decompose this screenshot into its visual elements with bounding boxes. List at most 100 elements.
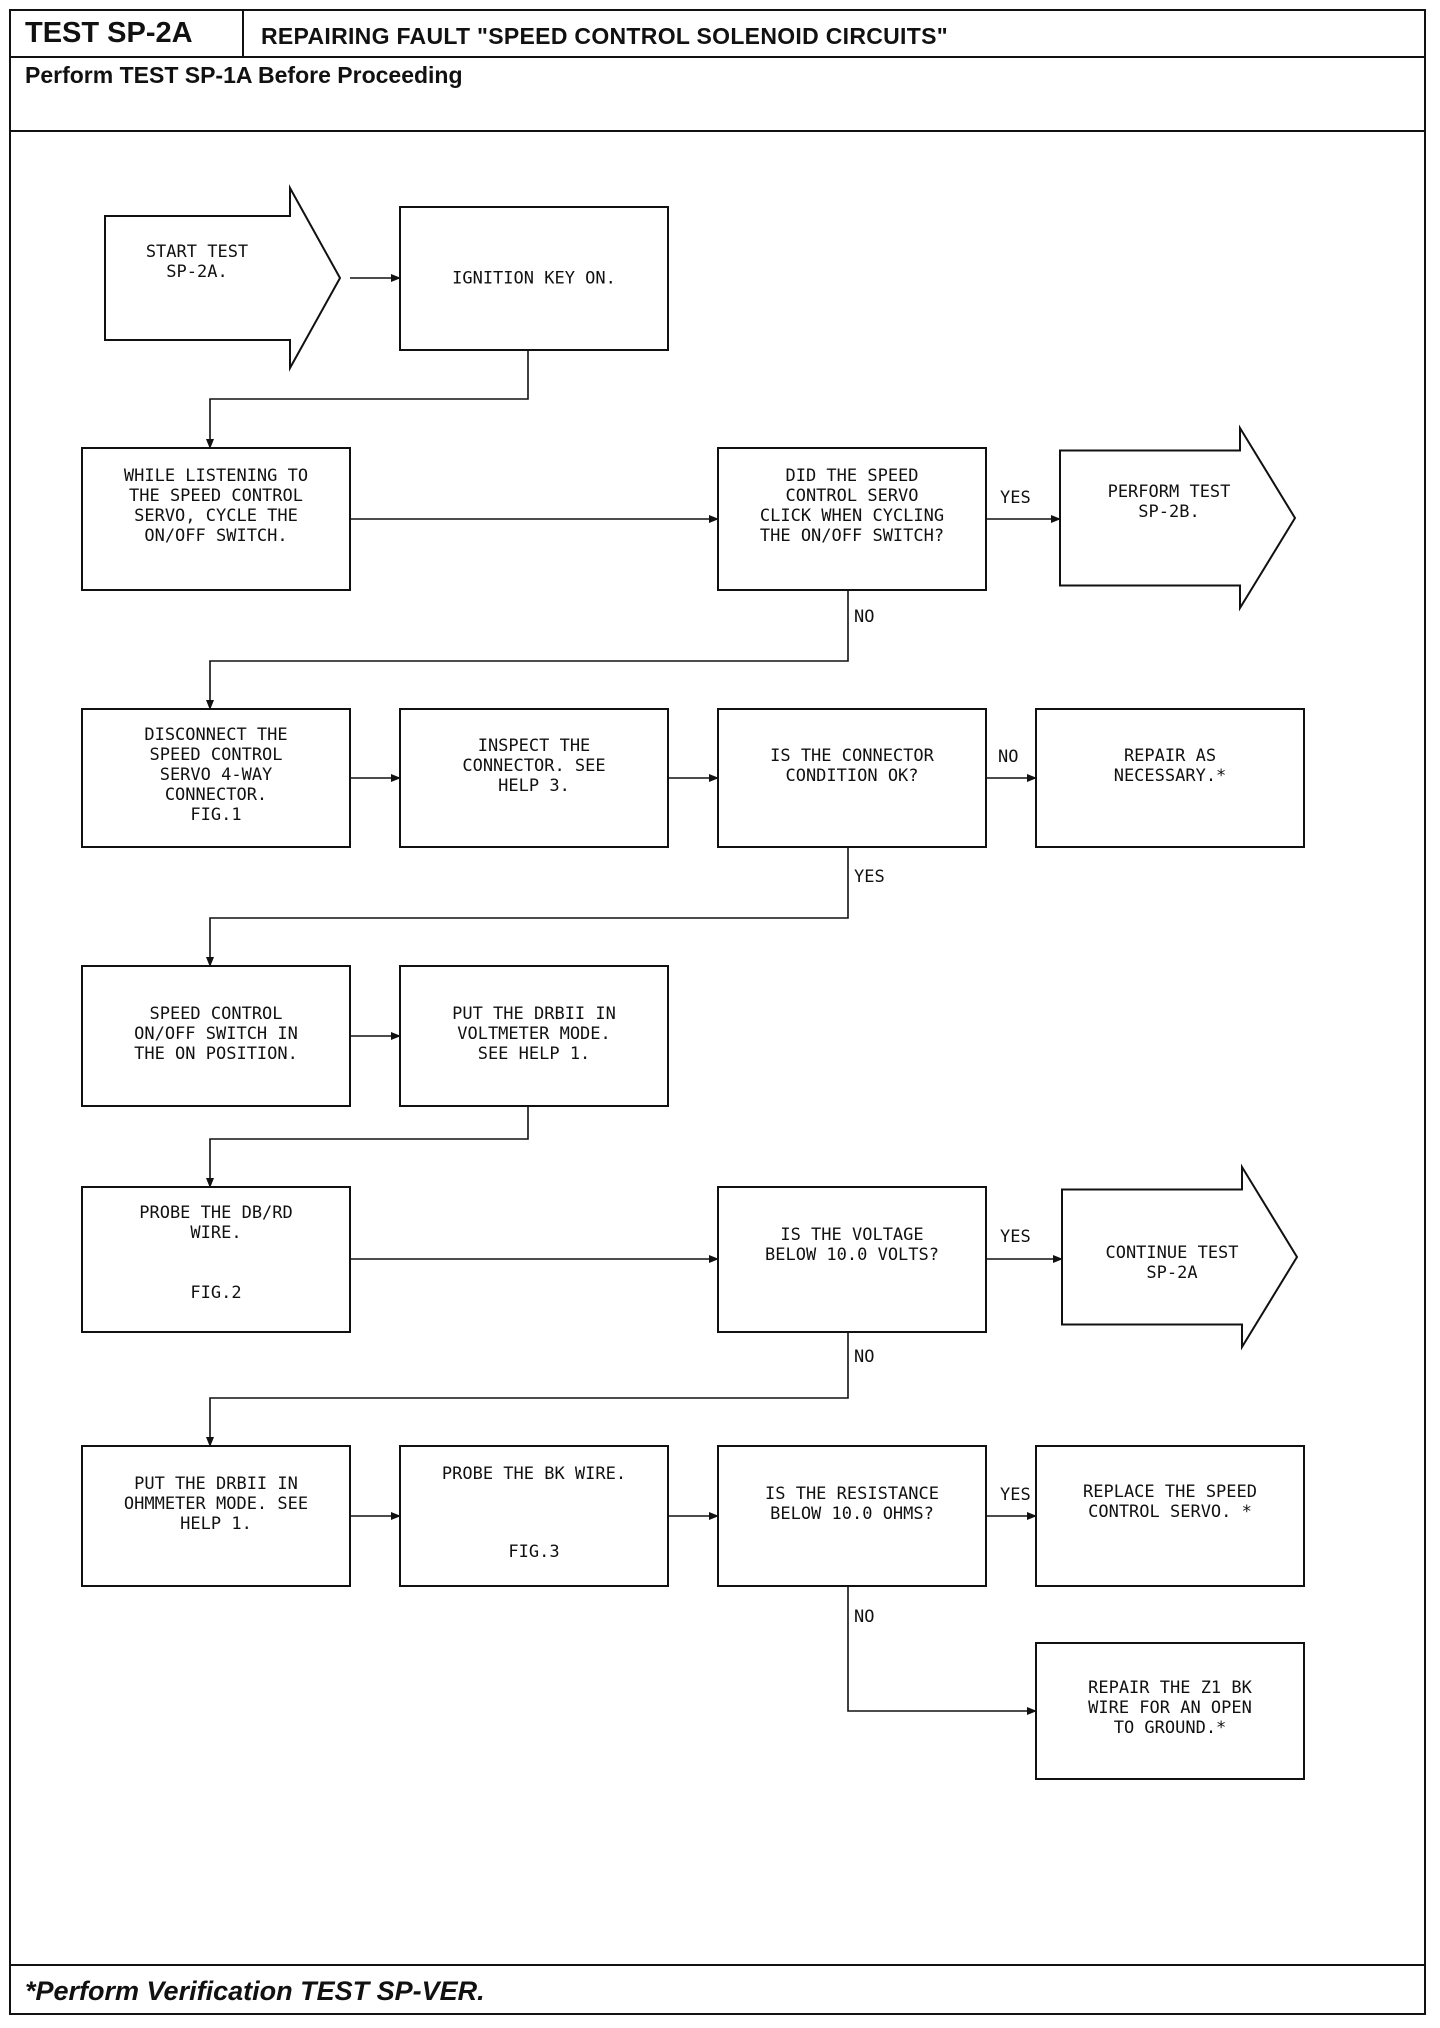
probe_bk-box	[399, 1445, 669, 1587]
label-no: NO	[854, 607, 874, 627]
repair_z1-line: REPAIR THE Z1 BK	[1088, 1678, 1253, 1698]
conn-ignition-listen	[206, 350, 529, 449]
listen-line: THE SPEED CONTROL	[129, 486, 303, 506]
page-frame: TEST SP-2A REPAIRING FAULT "SPEED CONTRO…	[9, 9, 1426, 2015]
start-line: SP-2A.	[166, 262, 227, 282]
probe_dbrd-line: PROBE THE DB/RD	[139, 1203, 293, 1223]
q_click-box	[717, 447, 987, 591]
repair-line: NECESSARY.*	[1114, 766, 1227, 786]
disconnect-line: DISCONNECT THE	[144, 725, 287, 745]
q_connector-box	[717, 708, 987, 848]
label-yes: YES	[1000, 488, 1031, 508]
ignition-text: IGNITION KEY ON.	[452, 269, 616, 289]
disconnect-line: FIG.1	[190, 805, 241, 825]
q_voltage-line: IS THE VOLTAGE	[780, 1225, 923, 1245]
repair_z1-line: WIRE FOR AN OPEN	[1088, 1698, 1252, 1718]
inspect-box	[399, 708, 669, 848]
fig2-label: FIG.2	[190, 1283, 241, 1303]
label-no: NO	[854, 1607, 874, 1627]
q_click-line: CLICK WHEN CYCLING	[760, 506, 944, 526]
replace_servo-line: CONTROL SERVO. *	[1088, 1502, 1252, 1522]
continue_2a-arrow-shape	[1061, 1163, 1299, 1351]
listen-line: ON/OFF SWITCH.	[144, 526, 287, 546]
repair-box	[1035, 708, 1305, 848]
conn-qconnector-yes	[206, 847, 849, 967]
q_click-line: CONTROL SERVO	[785, 486, 918, 506]
voltmeter-line: SEE HELP 1.	[478, 1044, 591, 1064]
start-arrow-shape	[104, 184, 342, 372]
ohmmeter-box	[81, 1445, 351, 1587]
disconnect-box	[81, 708, 351, 848]
label-yes: YES	[1000, 1227, 1031, 1247]
inspect-line: CONNECTOR. SEE	[462, 756, 605, 776]
conn-qvoltage-no	[206, 1332, 849, 1447]
listen-box	[81, 447, 351, 591]
conn-qresistance-no	[847, 1586, 1037, 1715]
q_voltage-box	[717, 1186, 987, 1333]
inspect-line: INSPECT THE	[478, 736, 591, 756]
repair-line: REPAIR AS	[1124, 746, 1216, 766]
label-no: NO	[998, 747, 1018, 767]
q_resistance-line: BELOW 10.0 OHMS?	[770, 1504, 934, 1524]
ohmmeter-line: HELP 1.	[180, 1514, 252, 1534]
switch_on-box	[81, 965, 351, 1107]
continue_2a-line: SP-2A	[1146, 1263, 1197, 1283]
footer-row: *Perform Verification TEST SP-VER.	[11, 1964, 1424, 2013]
label-yes: YES	[1000, 1485, 1031, 1505]
fig3-label: FIG.3	[508, 1542, 559, 1562]
label-no: NO	[854, 1347, 874, 1367]
ignition-line: IGNITION KEY ON.	[452, 269, 616, 289]
voltmeter-line: PUT THE DRBII IN	[452, 1004, 616, 1024]
switch_on-line: SPEED CONTROL	[149, 1004, 282, 1024]
test-title: REPAIRING FAULT "SPEED CONTROL SOLENOID …	[261, 23, 948, 49]
ohmmeter-line: OHMMETER MODE. SEE	[124, 1494, 308, 1514]
perform_2b-line: SP-2B.	[1138, 502, 1199, 522]
ohmmeter-line: PUT THE DRBII IN	[134, 1474, 298, 1494]
footer-note: *Perform Verification TEST SP-VER.	[25, 1976, 485, 2006]
header-row: TEST SP-2A REPAIRING FAULT "SPEED CONTRO…	[11, 11, 1424, 58]
inspect-line: HELP 3.	[498, 776, 570, 796]
disconnect-line: SPEED CONTROL	[149, 745, 282, 765]
q_resistance-line: IS THE RESISTANCE	[765, 1484, 939, 1504]
ignition-box	[399, 206, 669, 351]
probe_bk-text: PROBE THE BK WIRE.	[442, 1464, 626, 1484]
repair_z1-line: TO GROUND.*	[1114, 1718, 1227, 1738]
repair_z1-box	[1035, 1642, 1305, 1780]
q_click-line: DID THE SPEED	[785, 466, 918, 486]
replace_servo-box	[1035, 1445, 1305, 1587]
q_click-line: THE ON/OFF SWITCH?	[760, 526, 944, 546]
test-id: TEST SP-2A	[11, 11, 244, 56]
disconnect-line: SERVO 4-WAY	[160, 765, 273, 785]
probe_dbrd-line: WIRE.	[190, 1223, 241, 1243]
continue_2a-line: CONTINUE TEST	[1105, 1243, 1238, 1263]
disconnect-line: CONNECTOR.	[165, 785, 267, 805]
q_connector-line: CONDITION OK?	[785, 766, 918, 786]
label-yes: YES	[854, 867, 885, 887]
replace_servo-line: REPLACE THE SPEED	[1083, 1482, 1257, 1502]
start-line: START TEST	[146, 242, 248, 262]
prerequisite-row: Perform TEST SP-1A Before Proceeding	[11, 58, 1424, 132]
probe_bk-line: PROBE THE BK WIRE.	[442, 1464, 626, 1484]
listen-line: WHILE LISTENING TO	[124, 466, 308, 486]
probe_dbrd-box	[81, 1186, 351, 1333]
switch_on-line: ON/OFF SWITCH IN	[134, 1024, 298, 1044]
voltmeter-box	[399, 965, 669, 1107]
voltmeter-line: VOLTMETER MODE.	[457, 1024, 611, 1044]
conn-voltmeter-probe	[206, 1106, 529, 1188]
perform_2b-arrow-shape	[1059, 424, 1297, 612]
